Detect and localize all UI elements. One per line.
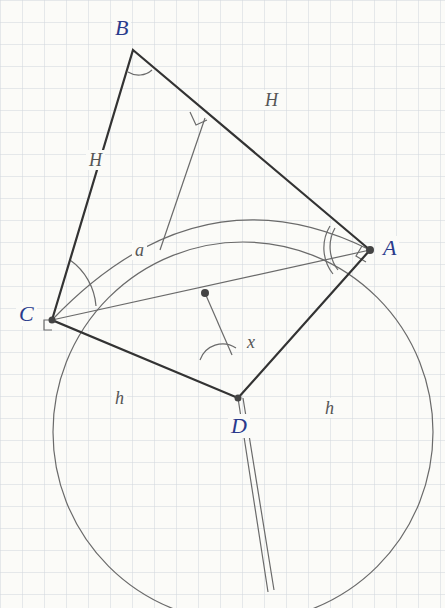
altitude (160, 118, 205, 250)
vertex-label: C (16, 302, 37, 326)
angle-arc (70, 260, 96, 306)
vertex-label: B (112, 16, 131, 40)
circle (53, 242, 433, 608)
segment-label: h (112, 388, 127, 408)
angle-arc (200, 344, 236, 360)
segment-label: x (244, 332, 258, 352)
midpoint (201, 289, 209, 297)
perpendicular (205, 293, 232, 355)
segment-label: h (322, 398, 337, 418)
vertex-point (49, 317, 56, 324)
angle-arc (324, 226, 338, 274)
vertex-point (366, 246, 374, 254)
diagonal-ca (52, 250, 370, 320)
angle-arc (128, 70, 152, 75)
right-angle-mark (190, 112, 207, 125)
vertex-label: A (380, 236, 399, 260)
points (49, 246, 375, 402)
segment-label: H (262, 90, 281, 110)
construction-lines (44, 70, 433, 608)
segment-label: H (86, 150, 105, 170)
quadrilateral (52, 50, 370, 398)
vertex-label: D (228, 414, 250, 438)
vertex-point (235, 395, 242, 402)
segment-label: a (132, 240, 147, 260)
